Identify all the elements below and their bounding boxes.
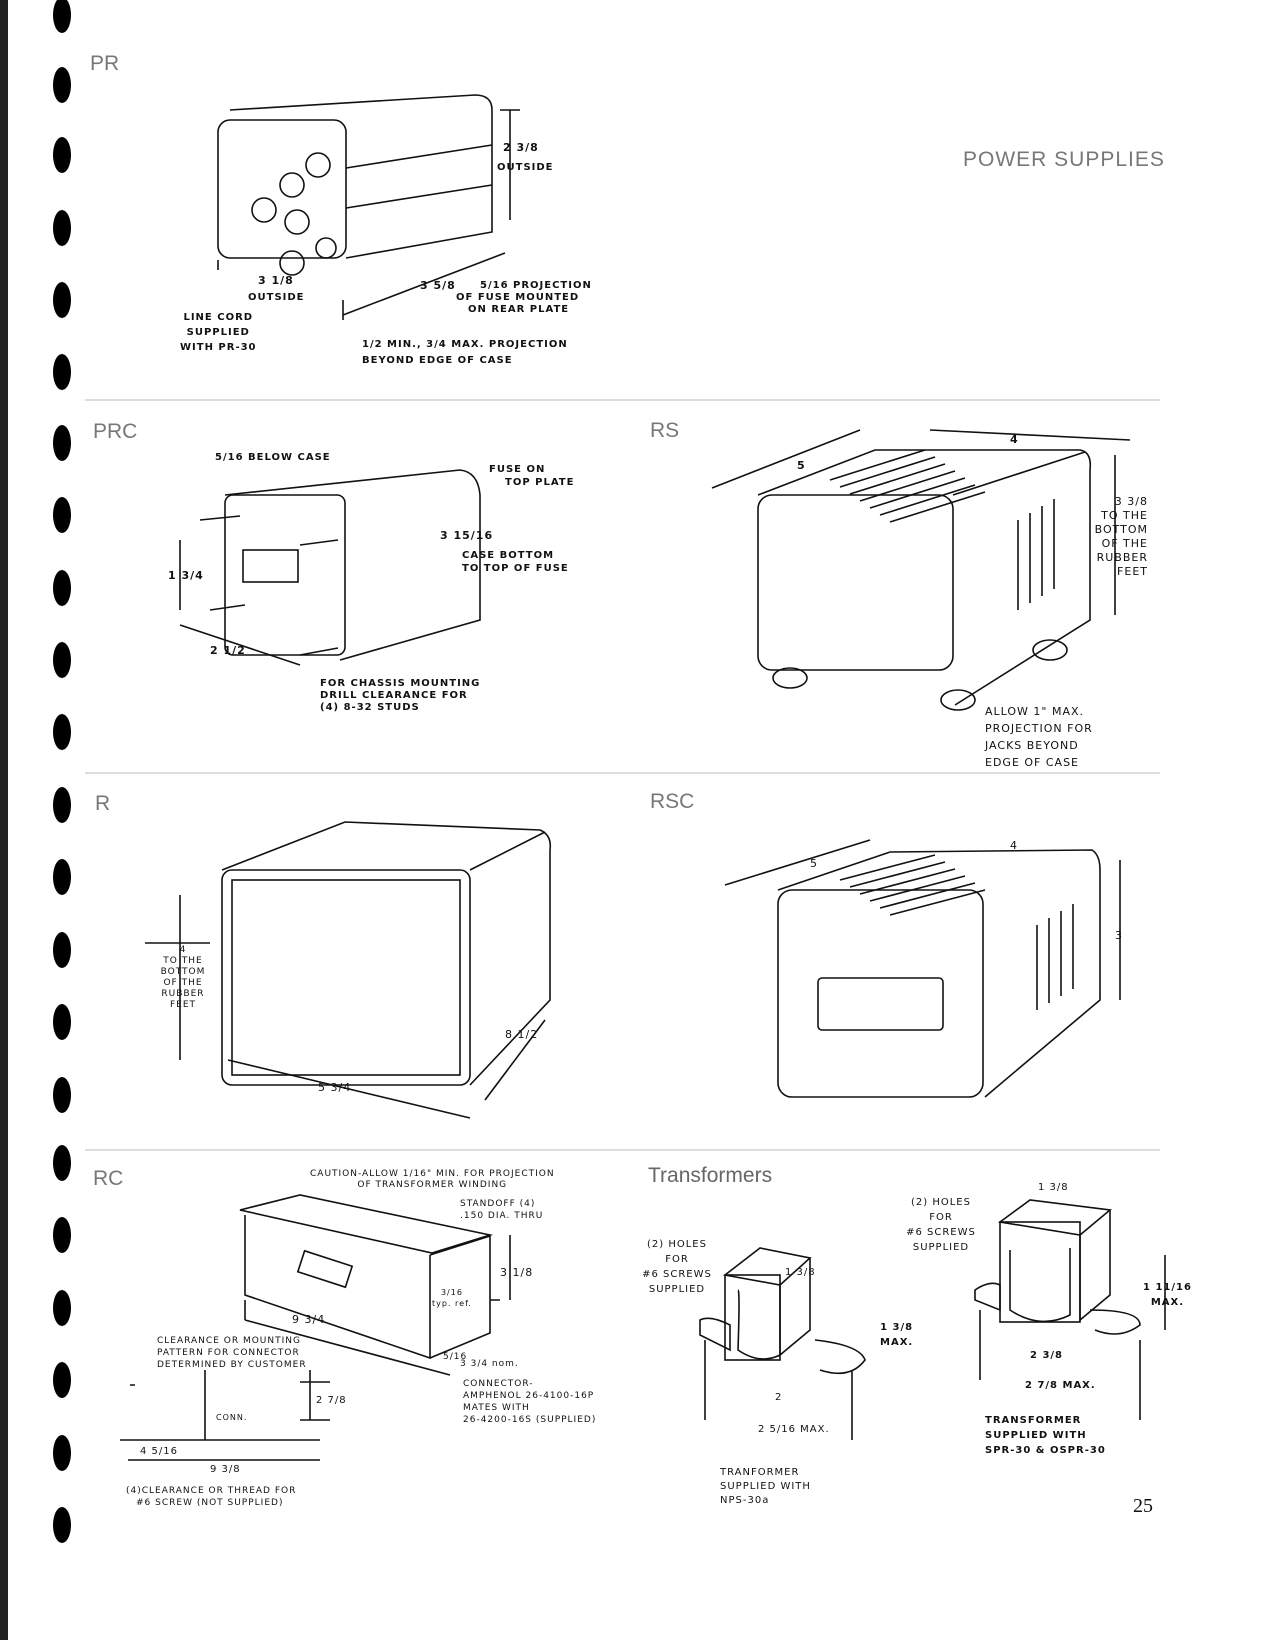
pr-width-note: OUTSIDE: [248, 292, 305, 303]
rs-case-drawing: [711, 429, 1131, 711]
prc-below-case: 5/16 BELOW CASE: [215, 452, 331, 463]
transformer-small-depth: 1 3/8: [785, 1267, 816, 1278]
transformer-small-outer: 2 5/16 MAX.: [758, 1424, 830, 1435]
section-label-rsc: RSC: [650, 790, 695, 813]
rc-depth: 3 3/4 nom.: [460, 1359, 519, 1369]
prc-fuse-height: 3 15/16: [440, 529, 494, 542]
section-label-rs: RS: [650, 419, 680, 442]
transformer-small-inner: 2: [775, 1392, 783, 1403]
prc-width: 2 1/2: [210, 644, 246, 657]
rc-hole-length: 9 3/8: [210, 1464, 241, 1475]
section-label-r: R: [95, 792, 111, 815]
spiral-binding: [0, 0, 71, 1640]
section-label-pr: PR: [90, 52, 120, 75]
rc-standoff-note: STANDOFF (4).150 DIA. THRU: [460, 1199, 544, 1221]
page-title: POWER SUPPLIES: [963, 148, 1165, 171]
rc-length: 9 3/4: [292, 1313, 326, 1326]
transformer-large-drawing: [974, 1199, 1166, 1420]
r-width: 5 3/4: [318, 1081, 352, 1094]
transformer-large-inner: 2 3/8: [1030, 1350, 1064, 1361]
transformer-small-drawing: [699, 1247, 866, 1440]
pr-height-note: OUTSIDE: [497, 162, 554, 173]
pr-case-drawing: [217, 94, 520, 320]
section-dividers: [85, 399, 1160, 1151]
section-label-rc: RC: [93, 1167, 124, 1190]
pr-height: 2 3/8: [503, 141, 539, 154]
r-case-drawing: [145, 821, 552, 1119]
rsc-depth: 5: [810, 857, 818, 870]
section-label-prc: PRC: [93, 420, 138, 443]
rs-width: 4: [1010, 433, 1019, 446]
rc-conn-offset: 4 5/16: [140, 1446, 178, 1457]
transformer-large-outer: 2 7/8 MAX.: [1025, 1380, 1096, 1391]
page-number: 25: [1133, 1495, 1153, 1517]
rc-offset: 5/16: [443, 1352, 468, 1362]
rsc-width: 4: [1010, 839, 1018, 852]
rc-conn-label: CONN.: [216, 1413, 248, 1422]
prc-case-drawing: [179, 469, 481, 666]
transformer-large-depth: 1 3/8: [1038, 1182, 1069, 1193]
r-depth: 8 1/2: [505, 1028, 539, 1041]
prc-height: 1 3/4: [168, 569, 204, 582]
rc-height: 3 1/8: [500, 1266, 534, 1279]
rs-depth: 5: [797, 459, 806, 472]
pr-depth: 3 5/8: [420, 279, 456, 292]
pr-width: 3 1/8: [258, 274, 294, 287]
rsc-case-drawing: [724, 839, 1121, 1098]
rc-chassis-drawing: [120, 1194, 511, 1461]
section-label-transformers: Transformers: [648, 1164, 773, 1187]
rc-hole-spacing: 2 7/8: [316, 1395, 347, 1406]
rc-screw-note: (4)CLEARANCE OR THREAD FOR#6 SCREW (NOT …: [126, 1486, 297, 1508]
rsc-height: 3: [1115, 929, 1123, 942]
